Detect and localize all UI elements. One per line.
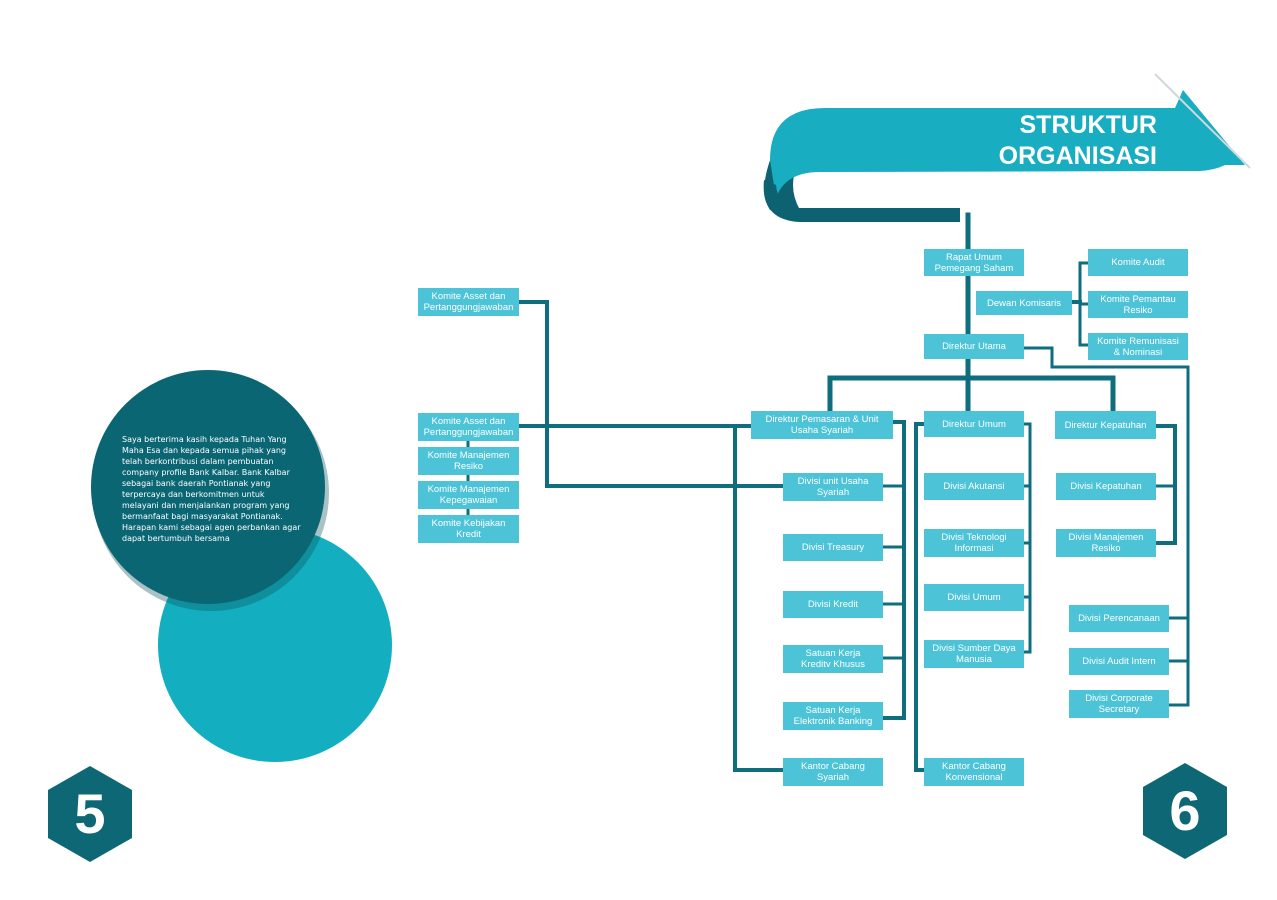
connector-dirut-right — [1020, 346, 1190, 707]
box-divisi-treasury: Divisi Treasury — [783, 534, 883, 561]
box-komite-kebijakan-kredit: Komite Kebijakan Kredit — [418, 515, 519, 543]
box-divisi-sdm: Divisi Sumber Daya Manusia — [924, 640, 1024, 668]
box-divisi-umum: Divisi Umum — [924, 584, 1024, 611]
box-komite-audit: Komite Audit — [1088, 249, 1188, 276]
box-divisi-audit-intern: Divisi Audit Intern — [1069, 648, 1169, 675]
box-komite-remunisasi: Komite Remunisasi & Nominasi — [1088, 333, 1188, 360]
box-komite-asset-2: Komite Asset dan Pertanggungjawaban — [418, 413, 519, 441]
page-5-hexagon — [48, 766, 132, 862]
box-divisi-manajemen-resiko: Divisi Manajemen Resiko — [1056, 529, 1156, 557]
box-komite-manajemen-kepegawaian: Komite Manajemen Kepegawaian — [418, 481, 519, 509]
box-direktur-utama: Direktur Utama — [924, 334, 1024, 359]
box-divisi-kredit: Divisi Kredit — [783, 591, 883, 618]
connector-pemasaran-right — [880, 420, 906, 720]
intro-text: Saya berterima kasih kepada Tuhan Yang M… — [122, 435, 301, 543]
ribbon-tail — [763, 180, 960, 222]
page-number-left: 5 — [74, 782, 106, 845]
page-title-line-2: ORGANISASI — [998, 142, 1157, 170]
ribbon-band — [770, 90, 1245, 198]
title-ribbon — [763, 73, 1251, 222]
page-6-hexagon — [1143, 763, 1227, 859]
ribbon-arrow-edge-top — [1154, 73, 1251, 169]
box-rups: Rapat Umum Pemegang Saham — [924, 249, 1024, 276]
box-komite-asset-1: Komite Asset dan Pertanggungjawaban — [418, 288, 519, 316]
box-divisi-perencanaan: Divisi Perencanaan — [1069, 605, 1169, 632]
page-number-right: 6 — [1169, 779, 1201, 842]
box-divisi-teknologi-informasi: Divisi Teknologi Informasi — [924, 529, 1024, 557]
box-direktur-umum: Direktur Umum — [924, 411, 1024, 437]
box-divisi-unit-usaha-syariah: Divisi unit Usaha Syariah — [783, 473, 883, 501]
box-direktur-kepatuhan: Direktur Kepatuhan — [1055, 411, 1156, 439]
box-kantor-cabang-syariah: Kantor Cabang Syariah — [783, 758, 883, 786]
box-komite-pemantau-resiko: Komite Pemantau Resiko — [1088, 291, 1188, 318]
box-divisi-corporate-secretary: Divisi Corporate Secretary — [1069, 690, 1169, 718]
box-satuan-kerja-elektronik-banking: Satuan Kerja Elektronik Banking — [783, 702, 883, 730]
connector-komite-asset-1 — [516, 300, 785, 488]
box-dewan-komisaris: Dewan Komisaris — [976, 291, 1072, 315]
box-komite-manajemen-resiko: Komite Manajemen Resiko — [418, 447, 519, 475]
box-kantor-cabang-konvensional: Kantor Cabang Konvensional — [924, 758, 1024, 786]
page-title-line-1: STRUKTUR — [1019, 111, 1158, 139]
box-satuan-kerja-kredit-khusus: Satuan Kerja Kreditv Khusus — [783, 645, 883, 673]
box-direktur-pemasaran: Direktur Pemasaran & Unit Usaha Syariah — [751, 411, 893, 439]
box-divisi-akutansi: Divisi Akutansi — [924, 473, 1024, 500]
dark-circle — [91, 370, 325, 604]
box-divisi-kepatuhan: Divisi Kepatuhan — [1056, 473, 1156, 500]
connector-lines — [466, 212, 1190, 772]
